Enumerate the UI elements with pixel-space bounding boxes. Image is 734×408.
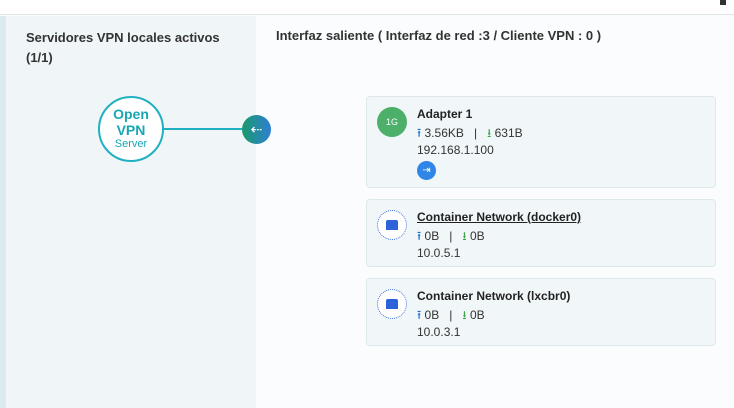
container-network-icon: [377, 289, 407, 319]
server-label-3: Server: [114, 138, 148, 150]
server-label-1: Open: [113, 106, 149, 122]
upload-icon: ⭱: [417, 229, 422, 243]
ip-address: 192.168.1.100: [417, 143, 494, 157]
menu-icon[interactable]: [720, 0, 726, 5]
top-bar: [0, 0, 734, 15]
panel-title: Servidores VPN locales activos (1/1): [26, 30, 220, 65]
interface-card[interactable]: Container Network (docker0) ⭱ 0B | ⭳ 0B …: [366, 199, 716, 267]
ethernet-1g-icon: 1G: [377, 107, 407, 137]
exit-icon[interactable]: ⇥: [417, 161, 436, 180]
upload-icon: ⭱: [417, 126, 422, 140]
interface-name: Adapter 1: [417, 107, 473, 121]
traffic-stats: ⭱ 0B | ⭳ 0B: [417, 306, 485, 327]
container-network-icon: [377, 210, 407, 240]
upload-icon: ⭱: [417, 308, 422, 322]
download-icon: ⭳: [462, 229, 467, 243]
openvpn-server-node[interactable]: Open VPN Server: [98, 96, 164, 162]
traffic-stats: ⭱ 3.56KB | ⭳ 631B: [417, 124, 523, 145]
upload-value: 0B: [424, 308, 440, 322]
interface-name[interactable]: Container Network (docker0): [417, 210, 582, 224]
traffic-stats: ⭱ 0B | ⭳ 0B: [417, 227, 485, 248]
separator: |: [473, 126, 478, 140]
interface-name: Container Network (lxcbr0): [417, 289, 571, 303]
separator: |: [449, 308, 453, 322]
connection-line: [164, 128, 242, 130]
download-value: 631B: [494, 126, 523, 140]
outgoing-interface-title: Interfaz saliente ( Interfaz de red :3 /…: [276, 28, 602, 43]
side-strip: [0, 16, 6, 408]
upload-value: 3.56KB: [424, 126, 464, 140]
interface-card[interactable]: Container Network (lxcbr0) ⭱ 0B | ⭳ 0B 1…: [366, 278, 716, 346]
upload-value: 0B: [424, 229, 440, 243]
interface-card[interactable]: 1G Adapter 1 ⭱ 3.56KB | ⭳ 631B 192.168.1…: [366, 96, 716, 188]
gateway-icon[interactable]: ⇠: [242, 115, 271, 144]
server-label-2: VPN: [116, 122, 146, 138]
download-value: 0B: [469, 229, 485, 243]
ip-address: 10.0.5.1: [417, 246, 461, 260]
download-icon: ⭳: [462, 308, 467, 322]
ip-address: 10.0.3.1: [417, 325, 461, 339]
download-value: 0B: [469, 308, 485, 322]
download-icon: ⭳: [487, 126, 492, 140]
local-vpn-servers-panel: Servidores VPN locales activos (1/1): [6, 16, 256, 408]
separator: |: [449, 229, 453, 243]
